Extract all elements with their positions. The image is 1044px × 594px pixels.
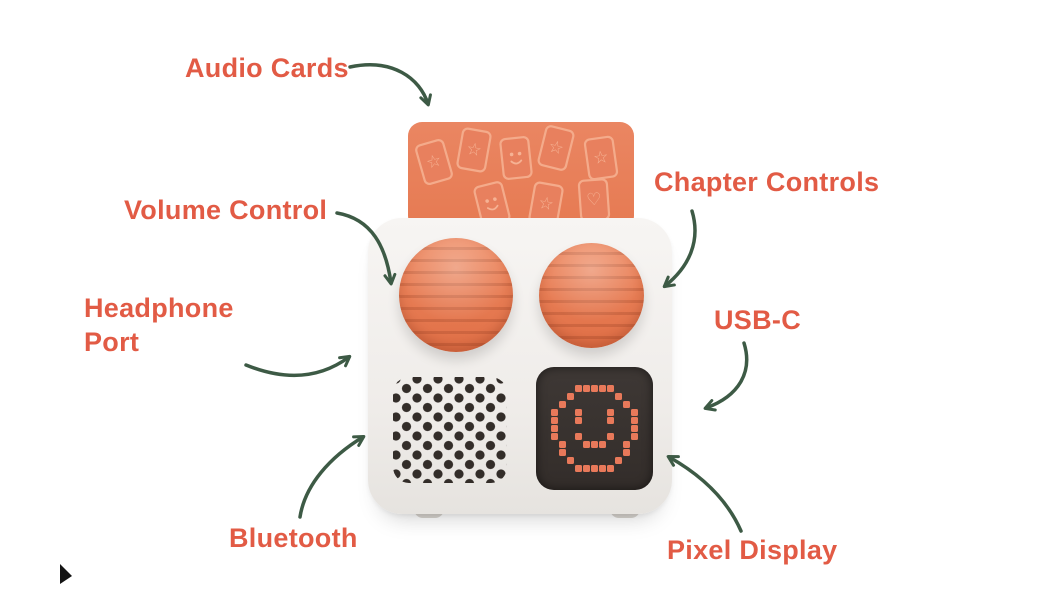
star-icon: ☆ xyxy=(465,139,483,161)
label-headphone-port: Headphone Port xyxy=(84,292,234,360)
audio-card: ☆ xyxy=(415,139,453,185)
label-volume-control: Volume Control xyxy=(124,195,328,225)
arrow-headphone-port xyxy=(244,354,352,377)
audio-card: ☆ xyxy=(583,135,619,181)
label-usb-c: USB-C xyxy=(714,305,801,335)
star-icon: ☆ xyxy=(592,147,610,169)
smiley-icon xyxy=(509,151,523,165)
heart-icon: ♡ xyxy=(586,189,603,210)
star-icon: ☆ xyxy=(546,136,566,159)
audio-card xyxy=(499,136,533,180)
volume-knob xyxy=(399,238,513,352)
star-icon: ☆ xyxy=(424,150,444,173)
pointer-cursor-icon xyxy=(60,564,72,584)
audio-card: ☆ xyxy=(528,181,564,227)
arrow-bluetooth xyxy=(298,434,366,519)
audio-card-icons: ☆ ☆ ☆ ☆ xyxy=(415,125,619,227)
device-body xyxy=(368,218,672,514)
audio-card: ♡ xyxy=(577,178,611,222)
label-pixel-display: Pixel Display xyxy=(667,535,838,565)
speaker-grille xyxy=(393,377,507,483)
arrow-audio-cards xyxy=(348,63,432,107)
pixel-face-icon xyxy=(551,385,638,472)
label-chapter-controls: Chapter Controls xyxy=(654,167,880,197)
label-audio-cards: Audio Cards xyxy=(185,53,349,83)
label-headphone-line2: Port xyxy=(84,326,140,357)
arrow-pixel-display xyxy=(666,455,743,533)
audio-cards-illustration: ☆ ☆ ☆ ☆ xyxy=(408,122,634,230)
audio-card: ☆ xyxy=(537,125,575,171)
audio-card: ☆ xyxy=(456,127,492,173)
pixel-display-screen xyxy=(536,367,653,490)
arrow-usb-c xyxy=(703,341,749,412)
star-icon: ☆ xyxy=(537,193,555,215)
label-bluetooth: Bluetooth xyxy=(229,523,358,553)
label-headphone-line1: Headphone xyxy=(84,293,234,323)
smiley-icon xyxy=(485,197,499,211)
chapter-knob xyxy=(539,243,644,348)
